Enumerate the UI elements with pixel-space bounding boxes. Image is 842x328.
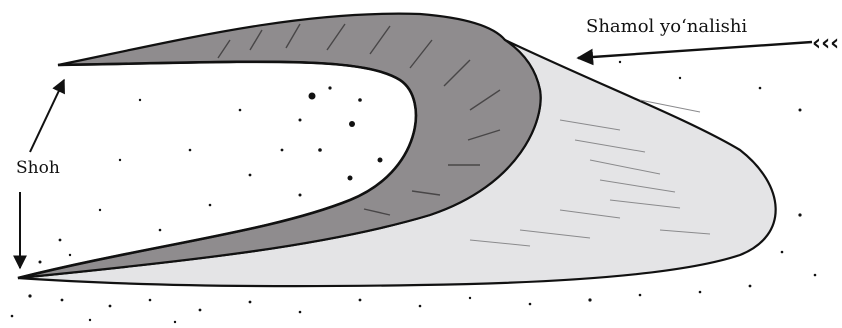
wind-direction-arrow (578, 42, 812, 58)
horn-label: Shoh (16, 158, 60, 178)
wind-direction-label: Shamol yo‘nalishi (586, 16, 747, 37)
wind-chevrons: ‹‹‹ (812, 31, 839, 56)
horn-arrow-upper (30, 80, 64, 152)
